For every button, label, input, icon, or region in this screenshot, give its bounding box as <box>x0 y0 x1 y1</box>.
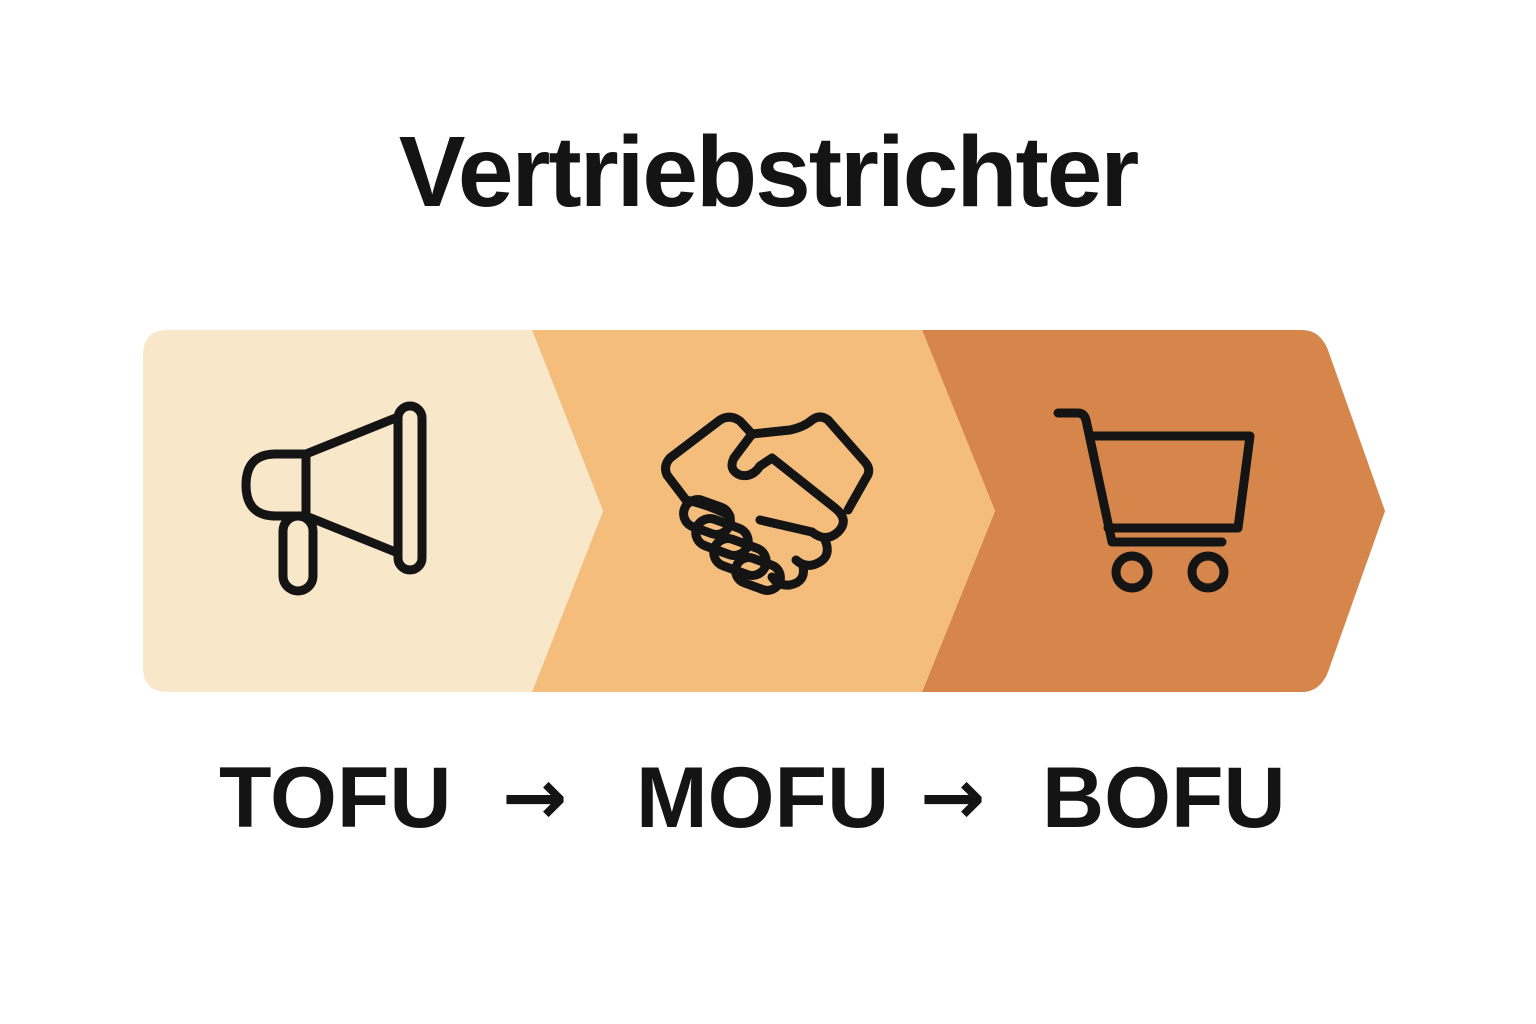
stage-sequence: TOFU → MOFU → BOFU <box>0 748 1536 848</box>
arrow-right-icon: → <box>920 753 986 843</box>
stage-mofu-segment <box>532 330 995 692</box>
megaphone-icon <box>241 401 427 596</box>
diagram-title: Vertriebstrichter <box>398 116 1140 228</box>
stage-label-tofu: TOFU <box>219 750 452 846</box>
stage-tofu-segment <box>143 330 603 692</box>
arrow-right-icon: → <box>502 753 568 843</box>
stage-bofu-segment <box>922 330 1385 692</box>
stage-label-bofu: BOFU <box>1042 750 1286 846</box>
stage-label-mofu: MOFU <box>636 750 890 846</box>
shopping-cart-icon <box>1053 408 1255 593</box>
handshake-icon <box>661 412 874 595</box>
